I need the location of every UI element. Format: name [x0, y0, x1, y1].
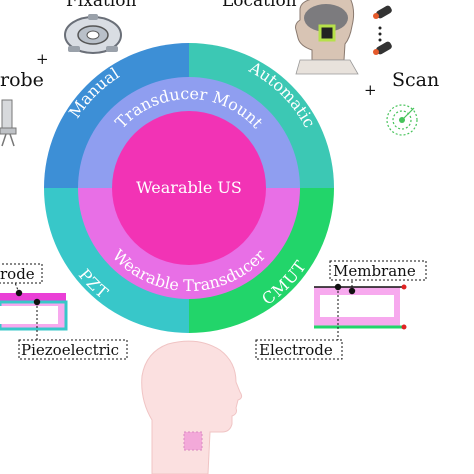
probe-array-icon: [373, 5, 392, 55]
plus-sign-left: +: [36, 50, 49, 68]
piezoelectric-box: [18, 339, 128, 360]
cmut-electrode-label: Electrode: [259, 341, 333, 359]
head-location-icon: [295, 0, 359, 75]
fixation-label: Fixation: [66, 0, 136, 11]
membrane-box: [329, 260, 427, 281]
probe-icon: [0, 99, 17, 147]
scan-pattern-icon: [386, 104, 418, 136]
pzt-electrode-box: [0, 263, 43, 284]
location-label: Location: [222, 0, 297, 11]
fixation-device-icon: [64, 14, 122, 54]
head-silhouette-icon: [141, 340, 243, 474]
center-title: Wearable US: [136, 178, 242, 197]
probe-label: robe: [0, 69, 44, 91]
membrane-label: Membrane: [333, 262, 416, 280]
cmut-electrode-box: [255, 339, 343, 360]
piezoelectric-label: Piezoelectric: [21, 341, 119, 359]
scan-label: Scan: [392, 69, 439, 91]
pzt-electrode-label: rode: [0, 265, 35, 283]
core-circle: [112, 111, 266, 265]
cmut-schematic: [314, 280, 407, 342]
plus-sign-right: +: [364, 81, 377, 99]
pzt-schematic: [0, 279, 68, 351]
